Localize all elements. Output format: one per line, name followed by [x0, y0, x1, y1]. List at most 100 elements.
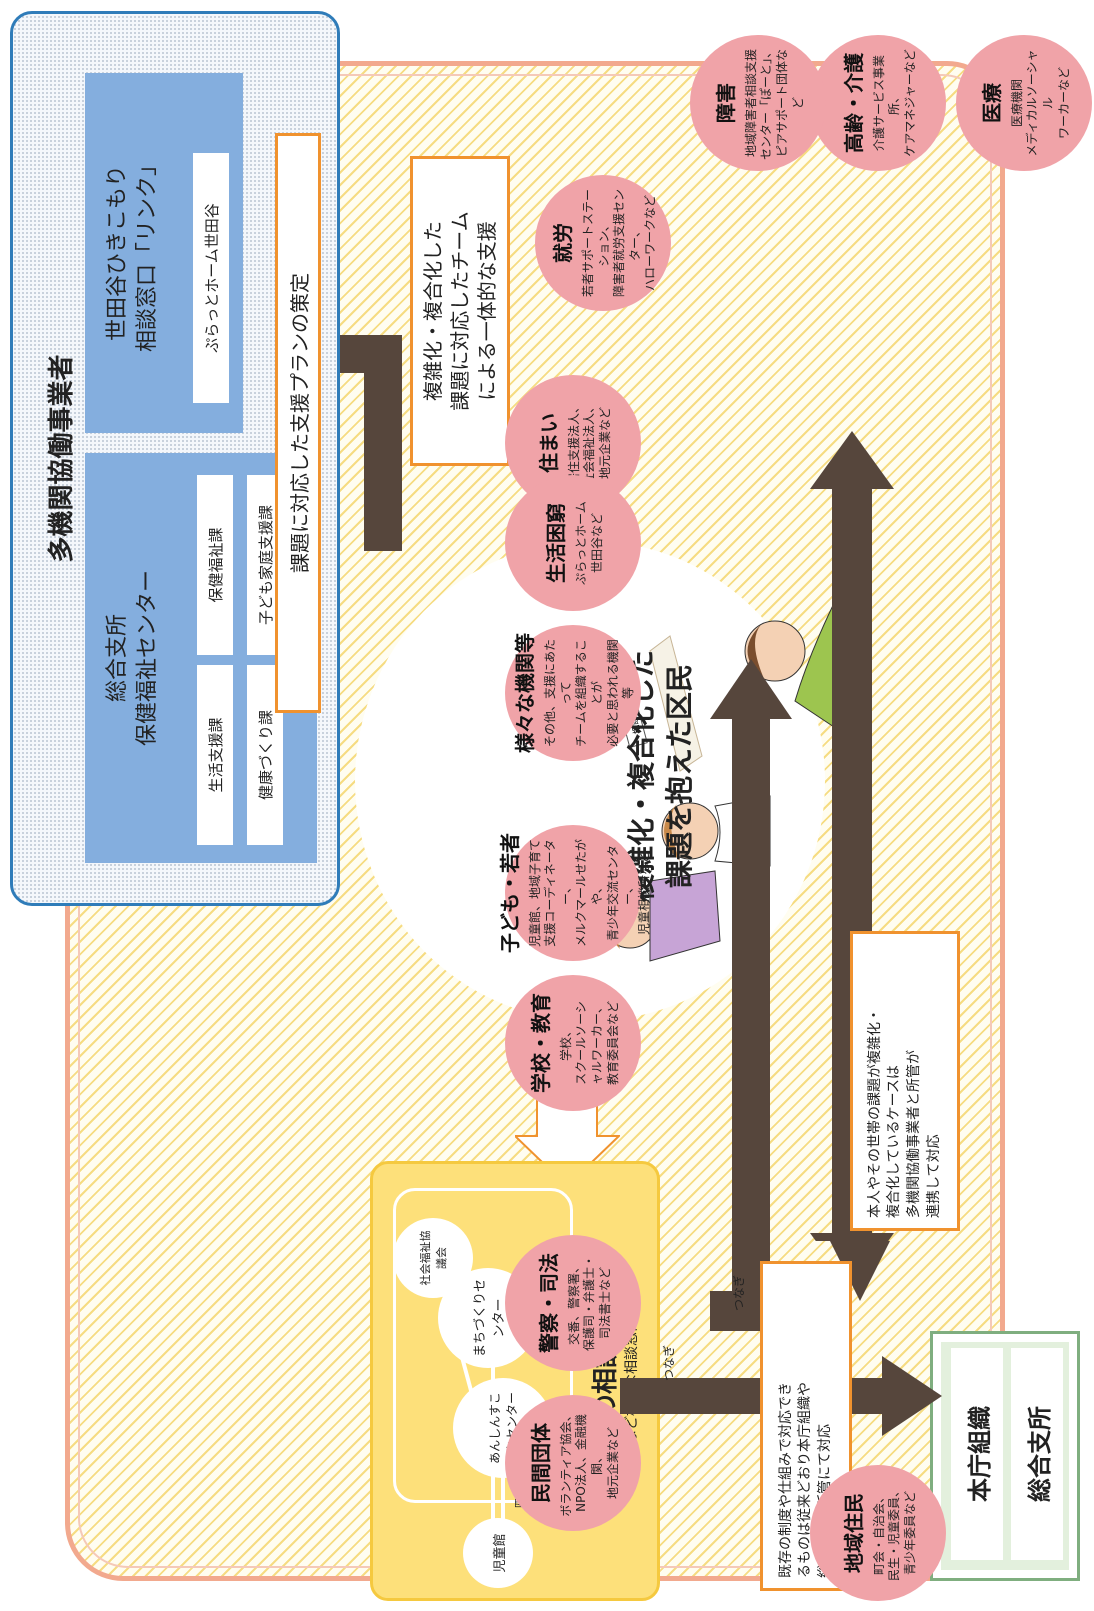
- partner-desc-line: 町会・自治会、: [871, 1491, 886, 1576]
- resident-label-line2: 課題を抱えた区民: [663, 664, 696, 889]
- center-title-line2: 保健福祉センター: [135, 570, 160, 747]
- partner-desc-line: メディカルソーシャル: [1025, 49, 1055, 157]
- partner-title: 民間団体: [528, 1423, 553, 1503]
- double-arrow-left: [830, 1241, 890, 1301]
- arrow-welfare-to-panel: [710, 659, 792, 1331]
- partner-desc-line: ャルワーカー、: [590, 1001, 604, 1085]
- partner-circle: 様々な機関等その他、支援にあたってチームを組織することが必要と思われる機関等: [505, 625, 641, 761]
- partner-desc: 交番、警察署、保護司・弁護士・司法書士など: [567, 1255, 614, 1351]
- partner-desc: その他、支援にあたってチームを組織することが必要と思われる機関等: [543, 635, 637, 751]
- partner-desc-line: 青少年委員など: [902, 1491, 917, 1576]
- partner-desc-line: チームを組織することが: [574, 639, 604, 747]
- partner-circle: 就労若者サポートステーション、障害者就労支援センター、ハローワークなど: [535, 175, 671, 311]
- partner-title: 就労: [551, 223, 576, 263]
- partner-desc-line: その他、支援にあたって: [543, 639, 573, 748]
- partner-desc-line: 児童館、地域子育て: [527, 839, 542, 948]
- resident-man-body: [649, 870, 721, 962]
- partner-desc-line: 若者サポートステーション、: [581, 189, 611, 298]
- node-jidokan: 児童館: [463, 1518, 533, 1588]
- partner-circle: 高齢・介護介護サービス事業所、ケアマネジャーなど: [810, 35, 946, 171]
- partner-circle: 警察・司法交番、警察署、保護司・弁護士・司法書士など: [505, 1235, 641, 1371]
- partner-title: 医療: [979, 83, 1004, 123]
- partner-desc-line: 地元企業など: [597, 407, 612, 480]
- partner-desc-line: センター「ぽーと」、: [759, 46, 774, 161]
- partner-title: 住まい: [536, 413, 561, 473]
- partner-desc-line: 医療機関: [1009, 79, 1024, 128]
- partner-circle: 生活困窮ぷらっとホーム世田谷など: [505, 475, 641, 611]
- note-mid-line4: 連携して対応: [925, 1134, 942, 1218]
- partner-desc-line: 障害者就労支援センター、: [612, 189, 642, 298]
- partner-title: 様々な機関等: [513, 633, 538, 753]
- partner-desc: 児童館、地域子育て支援コーディネーター、メルクマールせたがや、青少年交流センター…: [528, 835, 653, 951]
- partner-desc-line: メルクマールせたがや、: [574, 839, 604, 948]
- partner-desc-line: ハローワークなど: [643, 195, 658, 292]
- team-support-line2: 課題に対応したチーム: [447, 211, 472, 411]
- partner-title: 生活困窮: [544, 503, 569, 583]
- link-consult-box: 世田谷ひきこもり 相談窓口「リンク」 ぷらっとホーム世田谷: [85, 73, 243, 433]
- partner-desc-line: 民生・児童委員、: [887, 1485, 902, 1582]
- partner-desc-line: 地元企業など: [605, 1427, 620, 1500]
- partner-desc-line: 司法書士など: [597, 1267, 612, 1340]
- partner-desc-line: 世田谷など: [590, 513, 604, 574]
- partner-desc-line: 介護サービス事業所、: [871, 55, 902, 152]
- partner-circle: 地域住民町会・自治会、民生・児童委員、青少年委員など: [810, 1465, 946, 1601]
- node-shakyo: 社会福祉協議会: [393, 1218, 473, 1298]
- partner-desc: 学校、スクールソーシャルワーカー、教育委員会など: [559, 1001, 621, 1085]
- note-left-line1: 既存の制度や仕組みで対応でき: [777, 1382, 794, 1578]
- partner-desc-line: ピアサポート団体など: [775, 49, 805, 158]
- partner-title: 地域住民: [841, 1493, 866, 1573]
- partner-circle: 障害地域障害者相談支援センター「ぽーと」、ピアサポート団体など: [690, 35, 826, 171]
- partner-desc-line: 社会福祉法人、: [582, 401, 597, 486]
- head-office-line1: 本庁組織: [965, 1406, 994, 1502]
- partner-title: 警察・司法: [536, 1253, 561, 1353]
- multi-agency-panel: 多機関協働事業者 総合支所 保健福祉センター 生活支援課 保健福祉課 健康づくり…: [10, 11, 340, 906]
- section-seikatsu-shien: 生活支援課: [197, 665, 233, 845]
- note-complex-cases: 本人やその世帯の課題が複雑化・ 複合化しているケースは 多機関協働事業者と所管が…: [850, 931, 960, 1231]
- partner-circle: 子ども・若者児童館、地域子育て支援コーディネーター、メルクマールせたがや、青少年…: [498, 825, 651, 961]
- head-office-line2: 総合支所: [1025, 1406, 1054, 1502]
- note-mid-line2: 複合化しているケースは: [886, 1065, 903, 1218]
- partner-desc: ぷらっとホーム世田谷など: [574, 501, 605, 585]
- connector-horizontal: [364, 335, 402, 551]
- connect-label-lower: つなぎ: [662, 1344, 676, 1381]
- partner-desc-line: 居住支援法人、: [566, 401, 581, 486]
- partner-desc: 介護サービス事業所、ケアマネジャーなど: [872, 45, 919, 161]
- panel-title: 多機関協働事業者: [47, 354, 77, 563]
- partner-desc-line: ケアマネジャーなど: [902, 49, 917, 157]
- partner-title: 障害: [713, 83, 738, 123]
- partner-desc-line: 教育委員会など: [605, 1001, 620, 1086]
- node-shakyo-label: 社会福祉協議会: [419, 1230, 448, 1286]
- partner-desc: ボランティア協会、NPO法人、金融機関、地元企業など: [559, 1405, 621, 1521]
- note-mid-line3: 多機関協働事業者と所管が: [906, 1050, 922, 1218]
- partner-desc-line: 支援コーディネーター、: [543, 839, 573, 947]
- partner-desc-line: 保護司・弁護士・: [582, 1255, 597, 1352]
- welfare-window-box: 福祉の相談窓口 など様々な相談窓口 まちづくりセンター 社会福祉協議会 あんしん…: [370, 1161, 660, 1601]
- partner-desc-line: 交番、警察署、: [566, 1261, 581, 1346]
- partner-desc: 居住支援法人、社会福祉法人、地元企業など: [567, 401, 614, 485]
- partner-circle: 医療医療機関メディカルソーシャルワーカーなど: [956, 35, 1092, 171]
- connect-label-upper: つなぎ: [732, 1274, 746, 1311]
- team-support-line3: による一体的な支援: [474, 221, 499, 401]
- partner-desc-line: ぷらっとホーム: [574, 501, 589, 585]
- partner-desc-line: 青少年交流センター、: [605, 845, 636, 942]
- team-support-box: 複雑化・複合化した 課題に対応したチーム による一体的な支援: [410, 156, 510, 466]
- head-office-row2: 総合支所: [1011, 1348, 1063, 1560]
- link-title-line2: 相談窓口「リンク」: [135, 154, 160, 353]
- partner-desc: 医療機関メディカルソーシャルワーカーなど: [1010, 45, 1072, 161]
- partner-desc-line: 学校、: [558, 1025, 573, 1062]
- head-office-row1: 本庁組織: [951, 1348, 1003, 1560]
- partner-desc-line: ワーカーなど: [1056, 67, 1071, 140]
- partner-desc-line: 地域障害者相談支援: [743, 49, 758, 158]
- section-hoken-fukushi: 保健福祉課: [197, 475, 233, 655]
- partner-desc-line: ボランティア協会、: [558, 1409, 573, 1517]
- partner-desc-line: スクールソーシ: [574, 1001, 589, 1085]
- partner-desc-line: 必要と思われる機関等: [605, 639, 636, 747]
- team-support-line1: 複雑化・複合化した: [420, 221, 445, 401]
- partner-title: 高齢・介護: [841, 53, 866, 153]
- node-jidokan-label: 児童館: [492, 1533, 508, 1573]
- partner-title: 学校・教育: [528, 993, 553, 1093]
- staff-head: [744, 620, 806, 682]
- link-sub-label: ぷらっとホーム世田谷: [193, 153, 229, 403]
